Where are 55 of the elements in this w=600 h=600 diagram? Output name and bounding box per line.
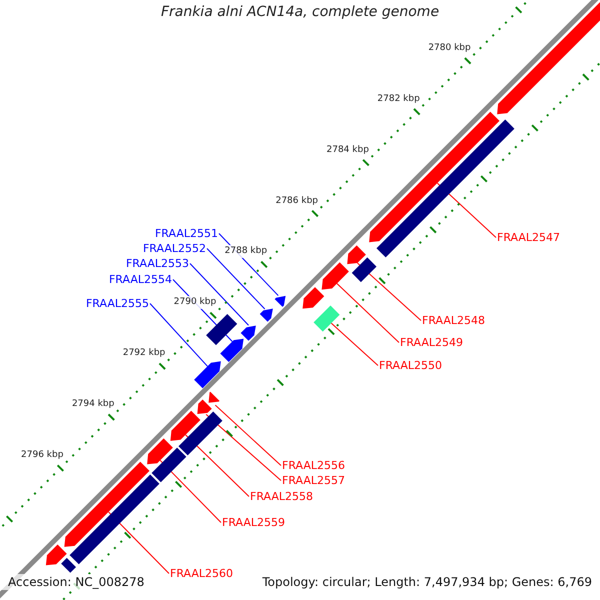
- gene-label: FRAAL2556: [282, 459, 346, 472]
- leader-line: [330, 322, 378, 366]
- leader-line: [206, 248, 266, 310]
- gene-feature: [314, 306, 340, 332]
- gene-feature: [208, 392, 220, 403]
- scale-label: 2782 kbp: [377, 92, 420, 106]
- leader-line: [160, 460, 222, 523]
- gene-label: FRAAL2547: [497, 231, 560, 244]
- gene-label: FRAAL2550: [379, 359, 442, 372]
- gene-feature: [240, 326, 256, 341]
- gene-feature: [206, 314, 238, 346]
- gene-label: FRAAL2559: [222, 516, 286, 529]
- gene-label: FRAAL2554: [108, 273, 172, 286]
- leader-line: [185, 434, 250, 497]
- leader-line: [190, 263, 250, 326]
- gene-feature: [352, 257, 376, 282]
- leader-line: [108, 511, 170, 574]
- gene-feature: [152, 448, 186, 482]
- leader-line: [206, 414, 282, 481]
- gene-feature: [61, 558, 76, 573]
- gene-feature: [497, 0, 600, 114]
- scale-label: 2790 kbp: [174, 296, 216, 310]
- gene-feature: [260, 308, 273, 322]
- scale-label: 2788 kbp: [224, 245, 268, 258]
- leader-line: [356, 262, 422, 321]
- gene-feature: [302, 287, 324, 309]
- gene-label: FRAAL2551: [154, 227, 218, 240]
- scale-label: 2784 kbp: [326, 144, 369, 157]
- scale-label: 2786 kbp: [276, 194, 318, 208]
- gene-feature: [347, 245, 366, 264]
- scale-label: 2780 kbp: [428, 42, 471, 55]
- leader-line: [214, 404, 282, 466]
- gene-feature: [274, 296, 286, 307]
- leader-line: [150, 303, 208, 367]
- gene-label: FRAAL2548: [422, 314, 486, 327]
- gene-feature: [197, 400, 212, 414]
- gene-label: FRAAL2560: [170, 567, 234, 580]
- gene-feature: [64, 462, 150, 547]
- gene-feature: [178, 412, 222, 456]
- chart-title: Frankia alni ACN14a, complete genome: [160, 6, 440, 19]
- gene-label: FRAAL2555: [86, 297, 149, 310]
- gene-label: FRAAL2553: [126, 257, 189, 270]
- gene-label: FRAAL2558: [250, 490, 314, 503]
- gene-feature: [369, 112, 500, 242]
- gene-feature: [220, 338, 244, 362]
- gene-label: FRAAL2549: [400, 336, 464, 349]
- gene-label: FRAAL2552: [142, 242, 206, 255]
- gene-feature: [46, 544, 67, 566]
- leader-line: [336, 283, 400, 343]
- gene-label: FRAAL2557: [282, 474, 346, 487]
- gene-feature: [194, 361, 221, 388]
- gene-feature: [322, 262, 349, 290]
- gene-feature: [70, 474, 160, 564]
- gene-feature: [170, 410, 200, 441]
- gene-feature: [147, 438, 173, 464]
